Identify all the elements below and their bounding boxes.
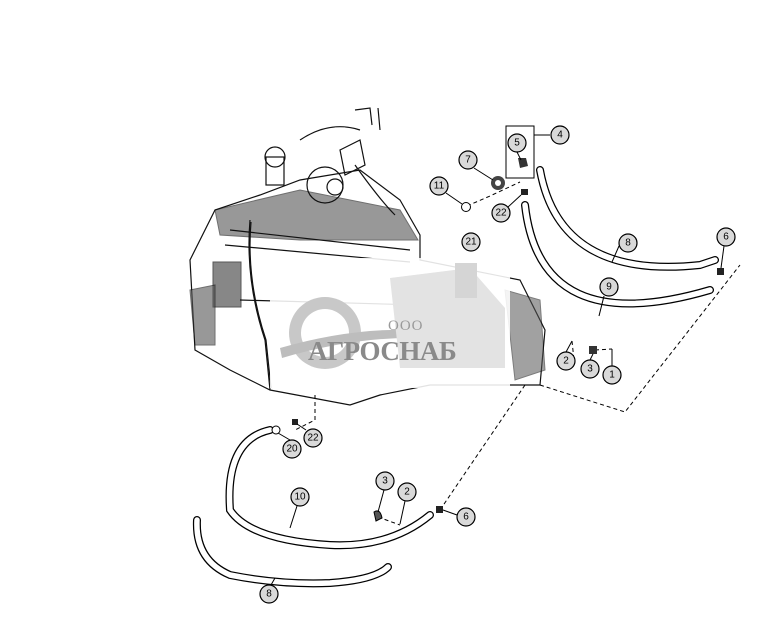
callout-circle xyxy=(375,471,395,491)
callout-circle xyxy=(599,277,619,297)
callout-circle xyxy=(397,482,417,502)
watermark-prefix: ООО xyxy=(388,318,424,334)
callout-3: 3 xyxy=(580,359,600,379)
callout-label: 8 xyxy=(625,238,631,249)
callout-label: 7 xyxy=(465,155,471,166)
callout-circle xyxy=(618,233,638,253)
connection-dashed xyxy=(439,384,526,511)
callout-circle xyxy=(456,507,476,527)
callout-label: 4 xyxy=(557,130,563,141)
small-parts xyxy=(271,158,724,522)
callout-label: 3 xyxy=(587,364,593,375)
callout-circle xyxy=(458,150,478,170)
watermark-logo: ООО АГРОСНАБ xyxy=(270,258,510,388)
callout-label: 1 xyxy=(609,370,615,381)
callout-label: 11 xyxy=(434,181,445,192)
callout-8: 8 xyxy=(618,233,638,253)
callout-circle xyxy=(550,125,570,145)
callout-label: 22 xyxy=(307,433,319,444)
callout-22: 22 xyxy=(491,203,511,223)
connection-dashed xyxy=(539,264,741,413)
callout-10: 10 xyxy=(290,487,310,507)
callout-9: 9 xyxy=(599,277,619,297)
callout-label: 2 xyxy=(404,487,410,498)
callout-6: 6 xyxy=(456,507,476,527)
callout-label: 8 xyxy=(266,589,272,600)
callout-circle xyxy=(259,584,279,604)
callout-label: 9 xyxy=(606,282,612,293)
callout-20: 20 xyxy=(282,439,302,459)
callout-circle xyxy=(461,232,481,252)
callout-5: 5 xyxy=(507,133,527,153)
connection-dashed xyxy=(294,395,316,431)
callout-circle xyxy=(556,351,576,371)
callout-2: 2 xyxy=(397,482,417,502)
callout-7: 7 xyxy=(458,150,478,170)
leader-lines xyxy=(270,134,725,586)
callout-label: 10 xyxy=(294,492,306,503)
callout-circle xyxy=(282,439,302,459)
callout-label: 22 xyxy=(495,208,507,219)
callout-label: 6 xyxy=(723,232,729,243)
callout-circle xyxy=(491,203,511,223)
callout-circle xyxy=(602,365,622,385)
callout-22: 22 xyxy=(303,428,323,448)
hoses xyxy=(192,166,719,588)
callout-8: 8 xyxy=(259,584,279,604)
callout-circle xyxy=(580,359,600,379)
callout-label: 5 xyxy=(514,138,520,149)
callout-label: 2 xyxy=(563,356,569,367)
callout-circle xyxy=(303,428,323,448)
callout-circle xyxy=(290,487,310,507)
callout-circle xyxy=(507,133,527,153)
logo-graphic xyxy=(280,263,505,369)
callout-circle xyxy=(429,176,449,196)
callout-circle xyxy=(716,227,736,247)
callout-2: 2 xyxy=(556,351,576,371)
engine-drawing xyxy=(189,107,546,406)
callout-21: 21 xyxy=(461,232,481,252)
callout-group: 4 5 7 11 22 21 8 6 9 2 3 1 22 20 10 3 2 6 8 xyxy=(259,125,736,604)
watermark-brand: АГРОСНАБ xyxy=(308,336,457,366)
callout-4: 4 xyxy=(550,125,570,145)
callout-label: 6 xyxy=(463,512,469,523)
callout-label: 20 xyxy=(286,444,298,455)
callout-1: 1 xyxy=(602,365,622,385)
callout-6: 6 xyxy=(716,227,736,247)
callout-3: 3 xyxy=(375,471,395,491)
callout-11: 11 xyxy=(429,176,449,196)
callout-label: 3 xyxy=(382,476,388,487)
callout-label: 21 xyxy=(465,237,477,248)
